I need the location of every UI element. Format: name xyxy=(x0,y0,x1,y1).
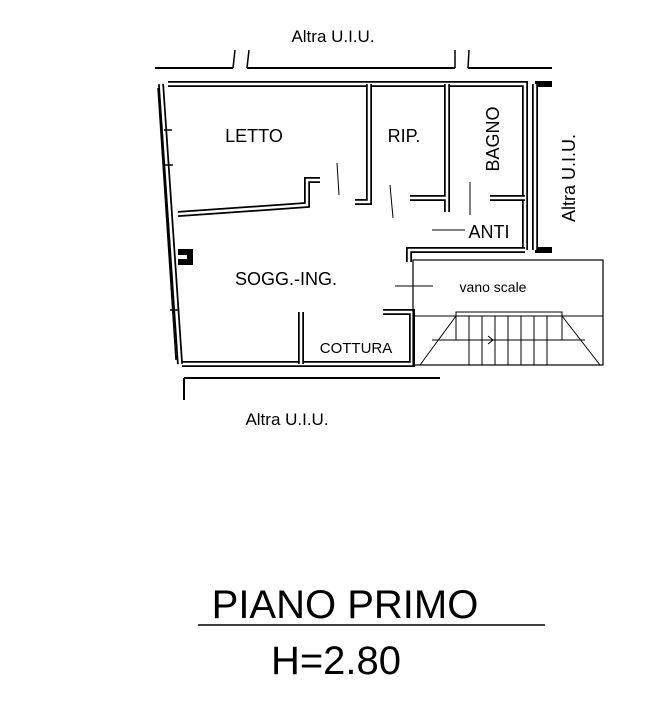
room-anti-label: ANTI xyxy=(468,222,509,242)
walls xyxy=(155,49,552,400)
ceiling-height: H=2.80 xyxy=(271,639,401,683)
room-bagno-label: BAGNO xyxy=(483,106,503,171)
room-letto-label: LETTO xyxy=(225,126,283,146)
room-cottura-label: COTTURA xyxy=(320,340,393,357)
staircase xyxy=(412,259,604,366)
vano-scale-label: vano scale xyxy=(460,279,527,295)
neighbor-top-label: Altra U.I.U. xyxy=(291,27,374,46)
room-soggiorno-label: SOGG.-ING. xyxy=(235,269,337,289)
neighbor-bottom-label: Altra U.I.U. xyxy=(245,410,328,429)
room-rip-label: RIP. xyxy=(388,126,421,146)
floor-title: PIANO PRIMO xyxy=(212,583,479,627)
neighbor-right-label: Altra U.I.U. xyxy=(559,134,579,222)
